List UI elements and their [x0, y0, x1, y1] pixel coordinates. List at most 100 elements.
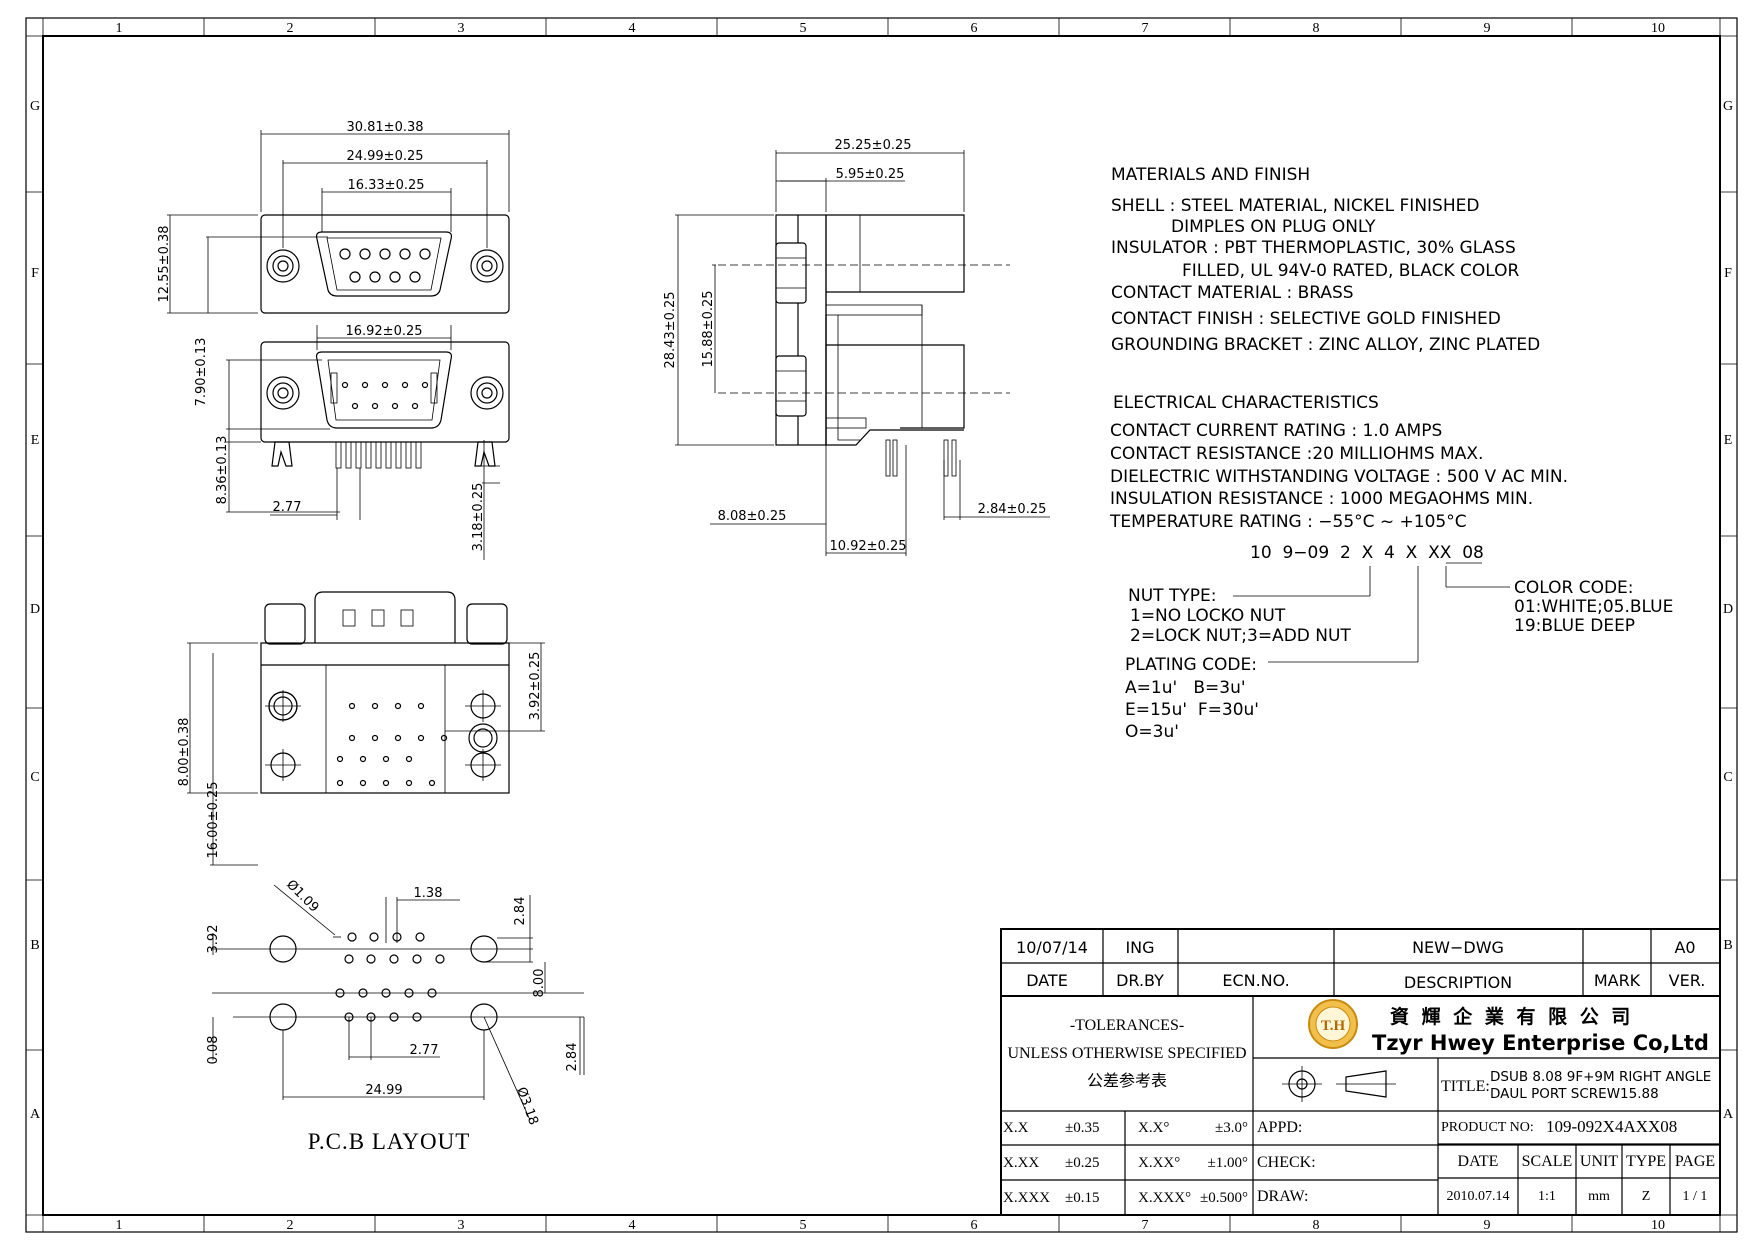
bottom-pin: [440, 734, 448, 742]
tol-format: X.XXX: [1003, 1190, 1050, 1206]
pcb-row-offset: 1.38: [414, 886, 443, 901]
plug-pin: [361, 381, 369, 389]
bottom-pin: [417, 702, 425, 710]
plug-pin: [411, 402, 419, 410]
solder-tail: [335, 441, 342, 469]
plug-pin: [401, 381, 409, 389]
bottom-pin: [371, 702, 379, 710]
socket-pin: [379, 248, 391, 260]
grid-row-label: E: [1724, 433, 1733, 448]
part-number-code: 10 9−09 2 X 4 X XX 08: [1250, 543, 1484, 563]
tolerances-heading: -TOLERANCES-: [1070, 1017, 1184, 1034]
tb-col-header: PAGE: [1675, 1153, 1715, 1170]
materials-line: CONTACT MATERIAL : BRASS: [1111, 283, 1354, 303]
tb-col-value: 1 / 1: [1683, 1189, 1708, 1204]
solder-tail: [345, 441, 352, 469]
side-view: 25.25±0.25 5.95±0.25 28.43±0.25 15.88±0.…: [663, 138, 1050, 556]
socket-pin: [399, 248, 411, 260]
grid-col-label: 2: [287, 21, 294, 36]
bottom-pin: [336, 755, 344, 763]
pcb-bottom-offset: 2.84: [565, 1043, 580, 1072]
tolerances-note: UNLESS OTHERWISE SPECIFIED: [1007, 1045, 1246, 1062]
tol-value: ±0.35: [1065, 1120, 1099, 1136]
drawing-title-line: DAUL PORT SCREW15.88: [1490, 1086, 1659, 1102]
side-pin: [885, 439, 891, 477]
bottom-pin: [348, 734, 356, 742]
dim-pin-span: 10.92±0.25: [829, 539, 906, 554]
appd-label: APPD:: [1257, 1119, 1302, 1136]
pcb-pin-hole: [389, 954, 399, 964]
plug-pin: [341, 381, 349, 389]
materials-line: INSULATOR : PBT THERMOPLASTIC, 30% GLASS: [1111, 238, 1516, 258]
pcb-pin-pitch: 2.77: [410, 1043, 439, 1058]
draw-label: DRAW:: [1257, 1188, 1308, 1205]
tol-value: ±0.15: [1065, 1190, 1099, 1206]
socket-pin: [419, 248, 431, 260]
grid-col-label: 8: [1313, 21, 1320, 36]
bottom-pin: [382, 779, 390, 787]
part-code: 10 9−09 2 X 4 X XX 08 NUT TYPE: 1=NO LOC…: [1125, 543, 1673, 742]
grid-col-label: 4: [629, 1218, 636, 1233]
dim-flange-height: 12.55±0.38: [157, 225, 172, 302]
bottom-pin: [417, 734, 425, 742]
tb-col-value: 2010.07.14: [1447, 1189, 1510, 1204]
tol-format: X.X: [1003, 1120, 1029, 1136]
hdr-drawn-by: DR.BY: [1116, 971, 1164, 990]
plug-pin: [381, 381, 389, 389]
grid-row-label: E: [31, 433, 40, 448]
socket-pin: [369, 271, 381, 283]
electrical-line: DIELECTRIC WITHSTANDING VOLTAGE : 500 V …: [1110, 467, 1568, 487]
dim-pin-row-pitch: 2.84±0.25: [978, 502, 1047, 517]
hdr-description: DESCRIPTION: [1404, 973, 1512, 992]
outer-border: [25, 17, 1738, 1233]
pcb-pin-hole: [415, 932, 425, 942]
materials-line: FILLED, UL 94V-0 RATED, BLACK COLOR: [1182, 261, 1520, 281]
tb-col-header: DATE: [1458, 1153, 1499, 1170]
electrical-line: INSULATION RESISTANCE : 1000 MEGAOHMS MI…: [1110, 489, 1533, 509]
pcb-lock-offset: 2.84: [513, 897, 528, 926]
socket-pin: [359, 248, 371, 260]
grid-col-label: 7: [1142, 1218, 1149, 1233]
solder-tail: [395, 441, 402, 469]
grid-row-label: G: [30, 99, 40, 114]
grid-row-label: B: [1723, 938, 1732, 953]
tol-angle-format: X.X°: [1138, 1120, 1169, 1136]
drawing-title-line: DSUB 8.08 9F+9M RIGHT ANGLE: [1490, 1069, 1711, 1085]
socket-pin: [349, 271, 361, 283]
tol-angle-value: ±1.00°: [1208, 1155, 1248, 1171]
grid-col-label: 1: [116, 1218, 123, 1233]
solder-tail: [405, 441, 412, 469]
plug-pin: [371, 402, 379, 410]
dim-bottom-offset: 8.36±0.13: [215, 436, 230, 505]
pcb-layout-title: P.C.B LAYOUT: [308, 1129, 471, 1154]
materials-line: GROUNDING BRACKET : ZINC ALLOY, ZINC PLA…: [1111, 335, 1540, 355]
tol-angle-format: X.XXX°: [1138, 1190, 1191, 1206]
rev-drawn-by: ING: [1125, 938, 1154, 957]
dim-pin-setback: 3.92±0.25: [528, 652, 543, 721]
grid-col-label: 6: [971, 21, 978, 36]
grid-col-label: 7: [1142, 21, 1149, 36]
grid-col-label: 3: [458, 21, 465, 36]
socket-pin: [409, 271, 421, 283]
grid-col-label: 10: [1651, 1218, 1665, 1233]
solder-tail: [355, 441, 362, 469]
pcb-port-pitch: 8.00: [532, 969, 547, 998]
bottom-pin: [405, 779, 413, 787]
tb-col-header: UNIT: [1580, 1153, 1618, 1170]
hdr-date: DATE: [1026, 971, 1068, 990]
projection-symbol-icon: [1282, 1066, 1396, 1102]
nut-type-line: 1=NO LOCKO NUT: [1130, 606, 1286, 626]
title-block: 10/07/14 ING NEW−DWG A0 DATE DR.BY ECN.N…: [1000, 928, 1721, 1216]
plating-code-line: PLATING CODE:: [1125, 655, 1257, 675]
grid-row-label: C: [1723, 770, 1732, 785]
electrical-notes: ELECTRICAL CHARACTERISTICS CONTACT CURRE…: [1109, 393, 1568, 532]
title-label: TITLE:: [1441, 1078, 1490, 1095]
grid-col-label: 6: [971, 1218, 978, 1233]
bottom-pin: [359, 755, 367, 763]
nut-type-line: 2=LOCK NUT;3=ADD NUT: [1130, 626, 1351, 646]
logo-mark: T.H: [1321, 1018, 1346, 1034]
pcb-lock-hole-dia: Ø3.18: [513, 1085, 540, 1127]
grid-col-label: 5: [800, 21, 807, 36]
color-code-line: 01:WHITE;05.BLUE: [1514, 597, 1673, 617]
